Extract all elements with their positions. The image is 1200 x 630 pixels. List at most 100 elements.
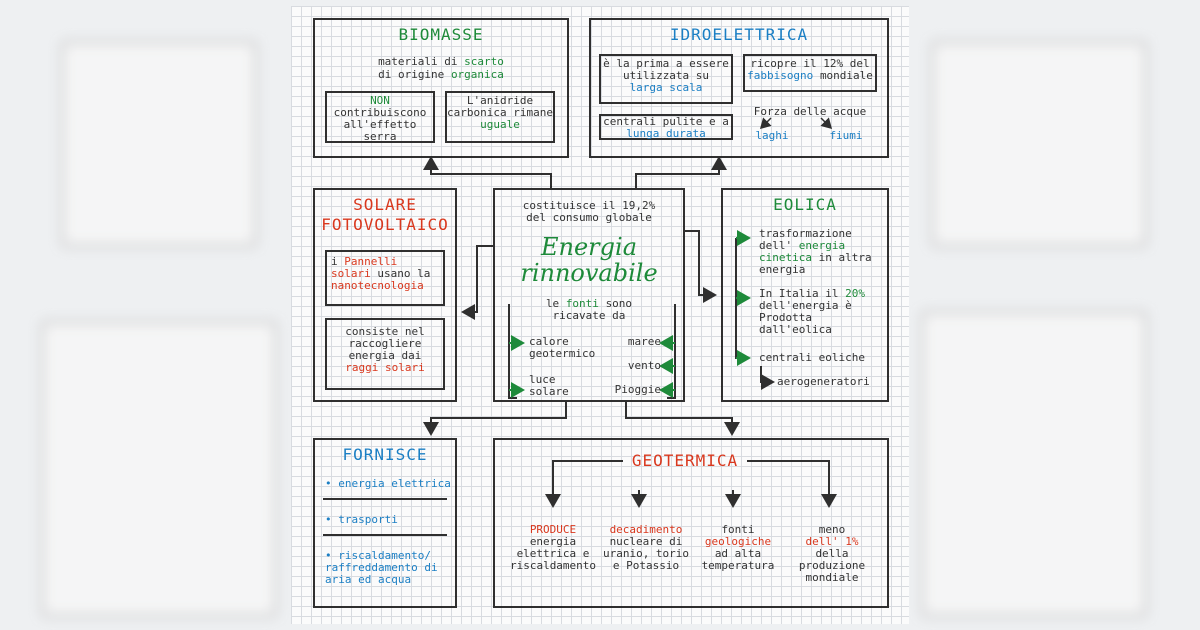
idroelettrica-title: IDROELETTRICA <box>669 25 809 44</box>
eolica-point-highlight: 20% <box>845 287 865 300</box>
solare-sub-box-1 <box>325 250 445 306</box>
biomasse-desc-line1: materiali di scarto <box>313 56 569 68</box>
geo-col-highlight: decadimento <box>609 523 683 536</box>
idro-sub-text: è la prima a essere utilizzata su <box>603 57 729 82</box>
eolica-point-text: dell'energia è Prodotta dall'eolica <box>759 299 852 336</box>
eolica-point-text: in altra energia <box>759 251 872 276</box>
solare-sub-text: consiste nel raccogliere energia dai <box>345 325 425 362</box>
fornisce-box <box>313 438 457 608</box>
center-fonti-text-a: le <box>545 297 560 310</box>
eolica-point-3: centrali eoliche <box>759 351 865 364</box>
fornisce-divider <box>323 534 447 536</box>
geo-col-2: decadimento nucleare di uranio, torio e … <box>601 524 691 572</box>
blurred-card <box>920 310 1148 618</box>
idro-sub-box-3 <box>599 114 733 140</box>
solare-title-line2: FOTOVOLTAICO <box>321 215 449 234</box>
geo-col-highlight: dell' 1% <box>805 535 859 548</box>
idro-sub-box-2 <box>743 54 877 92</box>
biomasse-desc-highlight: organica <box>450 68 504 81</box>
biomasse-desc-line2: di origine organica <box>313 69 569 81</box>
idro-laghi-label: laghi <box>755 129 789 142</box>
geo-col-highlight: geologiche <box>704 535 772 548</box>
biomasse-box <box>313 18 569 158</box>
solare-sub-text: usano la <box>377 267 431 280</box>
center-box <box>493 188 685 402</box>
source-calore: calore geotermico <box>529 335 596 360</box>
source-piogge: Pioggie <box>614 383 661 396</box>
solare-sub-highlight: Pannelli solari <box>331 255 398 280</box>
blurred-card <box>60 40 258 248</box>
biomasse-sub-box-2 <box>445 91 555 143</box>
geo-col-4: meno dell' 1% della produzione mondiale <box>787 524 877 584</box>
solare-sub-highlight: nanotecnologia <box>331 279 424 292</box>
center-title-line1: Energia <box>541 233 637 261</box>
idro-fiumi-label: fiumi <box>829 129 863 142</box>
idro-sub-highlight: fabbisogno <box>747 69 814 82</box>
idro-sub-highlight: larga scala <box>629 81 703 94</box>
blurred-card <box>930 40 1148 248</box>
center-fonti-text: le fonti sono ricavate da <box>523 298 655 322</box>
fornisce-divider <box>323 498 447 500</box>
fornisce-title: FORNISCE <box>342 445 428 464</box>
geo-col-3: fonti geologiche ad alta temperatura <box>693 524 783 572</box>
idro-sub-text-2: ricopre il 12% del fabbisogno mondiale <box>745 58 875 82</box>
eolica-box <box>721 188 889 402</box>
eolica-title: EOLICA <box>773 195 837 214</box>
idro-sub-text: centrali pulite e a <box>603 115 729 128</box>
biomasse-sub-highlight: NON <box>370 94 390 107</box>
solare-sub-text-2: consiste nel raccogliere energia dai rag… <box>329 326 441 374</box>
biomasse-sub-text-2: L'anidride carbonica rimane uguale <box>447 95 553 131</box>
solare-sub-highlight: raggi solari <box>345 361 425 374</box>
solare-sub-box-2 <box>325 318 445 390</box>
source-vento: vento <box>627 359 661 372</box>
biomasse-desc-text: materiali di <box>378 55 458 68</box>
geotermica-box <box>493 438 889 608</box>
source-luce: luce solare <box>529 373 569 398</box>
geotermica-title: GEOTERMICA <box>631 451 739 470</box>
biomasse-desc-text: di origine <box>378 68 445 81</box>
biomasse-title: BIOMASSE <box>398 25 484 44</box>
idro-sub-text-end: mondiale <box>819 69 873 82</box>
idro-sub-highlight: lunga durata <box>626 127 706 140</box>
center-fonti-highlight: fonti <box>565 297 599 310</box>
center-fonti-text-b: sono ricavate da <box>552 297 633 322</box>
geo-col-text: ad alta temperatura <box>701 547 775 572</box>
eolica-point-highlight: energia cinetica <box>759 239 846 264</box>
solare-sub-text: i <box>331 255 338 268</box>
center-title-line2: rinnovabile <box>520 259 658 287</box>
biomasse-sub-highlight: uguale <box>480 118 520 131</box>
solare-title-line1: SOLARE <box>353 195 417 214</box>
geo-col-text: fonti <box>721 523 755 536</box>
eolica-point-text: trasformazione dell' <box>759 227 852 252</box>
geo-col-text: energia elettrica e riscaldamento <box>509 535 597 572</box>
solare-sub-text-1: i Pannelli solari usano la nanotecnologi… <box>331 256 443 292</box>
geo-col-text: meno <box>818 523 846 536</box>
grid-paper-mindmap: BIOMASSE materiali di scarto di origine … <box>291 6 909 624</box>
solare-box <box>313 188 457 402</box>
center-top-text: costituisce il 19,2% del consumo globale <box>522 199 656 224</box>
geo-col-text: nucleare di uranio, torio e Potassio <box>602 535 690 572</box>
eolica-point-1: trasformazione dell' energia cinetica in… <box>759 228 883 276</box>
biomasse-sub-text: L'anidride carbonica rimane <box>447 94 553 119</box>
biomasse-sub-text: contribuiscono all'effetto serra <box>333 106 427 143</box>
eolica-point-2: In Italia il 20% dell'energia è Prodotta… <box>759 288 883 336</box>
idro-forza-label: Forza delle acque <box>753 105 867 118</box>
blurred-card <box>40 320 278 618</box>
fornisce-item-2: • trasporti <box>325 513 398 526</box>
idro-sub-box-1 <box>599 54 733 104</box>
biomasse-sub-text-1: NON contribuiscono all'effetto serra <box>327 95 433 143</box>
fornisce-item-1: • energia elettrica <box>325 477 451 490</box>
eolica-point-text: In Italia il <box>759 287 839 300</box>
geo-col-highlight: PRODUCE <box>529 523 577 536</box>
idroelettrica-box <box>589 18 889 158</box>
idro-sub-text-3: centrali pulite e a lunga durata <box>601 116 731 140</box>
biomasse-desc-highlight: scarto <box>464 55 504 68</box>
idro-sub-text: ricopre il 12% del <box>750 57 870 70</box>
geo-col-text: della produzione mondiale <box>798 547 866 584</box>
eolica-point-4: aerogeneratori <box>777 375 870 388</box>
source-maree: maree <box>627 335 661 348</box>
biomasse-sub-box-1 <box>325 91 435 143</box>
idro-sub-text-1: è la prima a essere utilizzata su larga … <box>603 58 729 94</box>
fornisce-item-3: • riscaldamento/ raffreddamento di aria … <box>325 549 438 586</box>
geo-col-1: PRODUCE energia elettrica e riscaldament… <box>503 524 603 572</box>
